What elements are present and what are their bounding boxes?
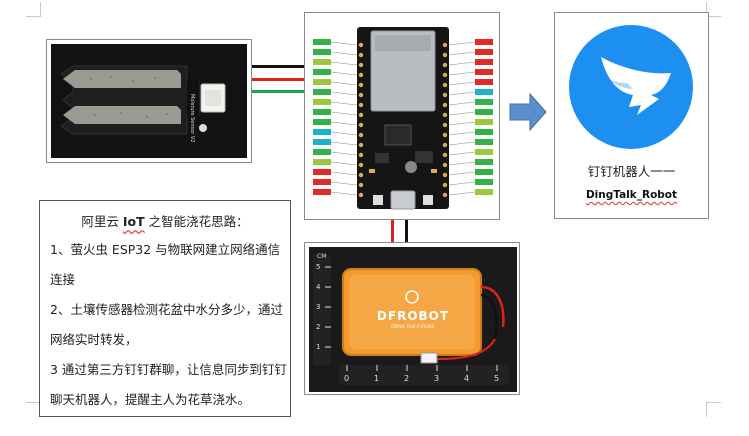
robot-caption: 钉钉机器人一一: [587, 164, 676, 179]
dingtalk-logo: [567, 23, 695, 151]
ruler-v-2: 2: [316, 323, 321, 331]
note-line-3: 2、土壤传感器检测花盆中水分多少，通过: [50, 302, 283, 317]
sensor-label-text: Moisture Sensor V2: [189, 94, 195, 142]
crop-mark-top-right: [706, 2, 721, 17]
sensor-photo-frame: Moisture Sensor V2: [46, 39, 252, 163]
battery-photo: DFROBOT DRIVE THE FUTURE CM 0 1 2 3 4 5 …: [309, 247, 517, 392]
note-line-5: 3 通过第三方钉钉群聊，让信息同步到钉钉: [50, 362, 287, 377]
ruler-v-1: 1: [316, 343, 321, 351]
note-line-1: 1、萤火虫 ESP32 与物联网建立网络通信: [50, 242, 281, 257]
ruler-unit-label: CM: [317, 253, 327, 260]
soil-moisture-sensor-image: Moisture Sensor V2: [60, 65, 226, 142]
right-arrow-icon: [509, 92, 547, 132]
ruler-v-3: 3: [316, 303, 321, 311]
lipo-battery-image: [313, 255, 509, 385]
ruler-h-4: 4: [464, 374, 470, 383]
note-line-4: 网络实时转发，: [50, 332, 138, 347]
esp32-board: [311, 17, 495, 217]
battery-slogan: DRIVE THE FUTURE: [391, 325, 435, 330]
ruler-h-1: 1: [374, 374, 380, 383]
ruler-h-3: 3: [434, 374, 440, 383]
ruler-h-5: 5: [494, 374, 500, 383]
power-wire-black: [405, 220, 408, 242]
note-line-2: 连接: [50, 272, 76, 287]
esp32-board-frame: [304, 12, 500, 220]
ruler-v-5: 5: [316, 263, 321, 271]
note-title-prefix: 阿里云: [81, 214, 119, 229]
battery-photo-frame: DFROBOT DRIVE THE FUTURE CM 0 1 2 3 4 5 …: [304, 242, 520, 395]
note-line-6: 聊天机器人，提醒主人为花草浇水。: [50, 392, 251, 407]
power-wire-red: [391, 220, 394, 242]
ruler-h-0: 0: [344, 374, 350, 383]
crop-mark-top-left: [26, 2, 41, 17]
robot-name: DingTalk_Robot: [585, 189, 678, 201]
flow-arrow: [508, 92, 548, 132]
dingtalk-logo-icon: [569, 25, 693, 149]
ruler-v-4: 4: [316, 283, 321, 291]
ruler-h-2: 2: [404, 374, 410, 383]
idea-note-box: 阿里云 IoT 之智能浇花思路： 1、萤火虫 ESP32 与物联网建立网络通信 …: [39, 200, 291, 417]
note-title-iot: IoT: [122, 214, 145, 229]
wire-black: [252, 65, 304, 68]
wire-green: [252, 90, 304, 93]
note-title: 阿里云 IoT 之智能浇花思路：: [40, 211, 290, 230]
crop-mark-bottom-right: [706, 402, 721, 417]
note-title-suffix: 之智能浇花思路：: [148, 214, 249, 229]
sensor-photo: Moisture Sensor V2: [51, 44, 247, 158]
wire-red: [252, 78, 304, 81]
battery-brand: DFROBOT: [376, 309, 450, 323]
dingtalk-robot-frame: 钉钉机器人一一 DingTalk_Robot: [554, 12, 709, 219]
esp32-board-image: [313, 27, 493, 210]
